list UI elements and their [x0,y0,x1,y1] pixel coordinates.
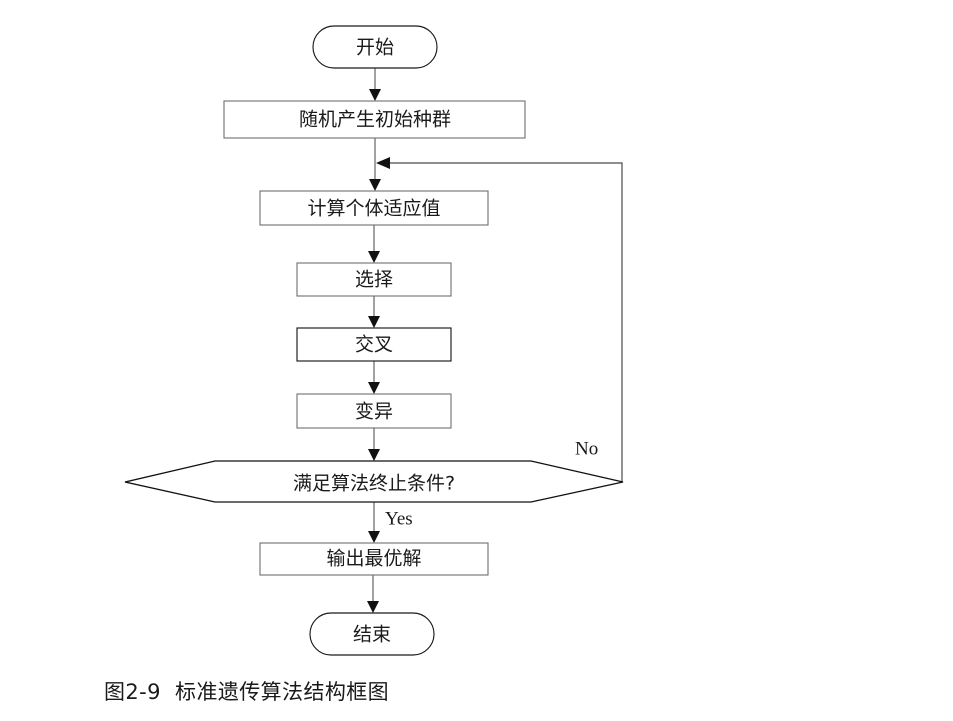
node-decision[interactable]: 满足算法终止条件? [124,460,624,503]
selection-process-shape [296,262,452,297]
node-init-population[interactable]: 随机产生初始种群 [223,100,526,139]
node-fitness[interactable]: 计算个体适应值 [259,190,489,226]
connector-group [367,68,623,613]
edge-label-yes: Yes [385,508,413,529]
node-crossover[interactable]: 交叉 [296,327,452,362]
crossover-process-shape [296,327,452,362]
init-process-shape [223,100,526,139]
node-end[interactable]: 结束 [309,612,435,656]
end-terminator-shape [309,612,435,656]
fitness-label: 计算个体适应值 [307,198,440,220]
mutation-label: 变异 [355,401,393,423]
init-label: 随机产生初始种群 [299,109,451,131]
edge-loop-no [386,162,623,482]
decision-label: 满足算法终止条件? [293,473,455,495]
edge-label-no: No [575,438,598,459]
decision-hexagon-shape [124,460,624,503]
arrowhead-crossover [368,316,380,328]
arrowhead-end [367,601,379,613]
end-label: 结束 [353,624,391,646]
arrowhead-decision [368,449,380,461]
start-terminator-shape [312,25,438,69]
arrowhead-loop-no [376,157,390,169]
node-selection[interactable]: 选择 [296,262,452,297]
figure-caption: 图2-9 标准遗传算法结构框图 [104,680,390,704]
arrowhead-mutation [368,382,380,394]
start-label: 开始 [356,37,394,59]
arrowhead-select [368,251,380,263]
output-label: 输出最优解 [326,548,421,570]
node-start[interactable]: 开始 [312,25,438,69]
fitness-process-shape [259,190,489,226]
arrowhead-init [369,89,381,101]
node-output[interactable]: 输出最优解 [259,542,489,576]
arrowhead-fitness [369,179,381,191]
arrowhead-output [368,531,380,543]
mutation-process-shape [296,393,452,429]
output-process-shape [259,542,489,576]
crossover-label: 交叉 [355,334,393,356]
selection-label: 选择 [355,269,393,291]
node-mutation[interactable]: 变异 [296,393,452,429]
